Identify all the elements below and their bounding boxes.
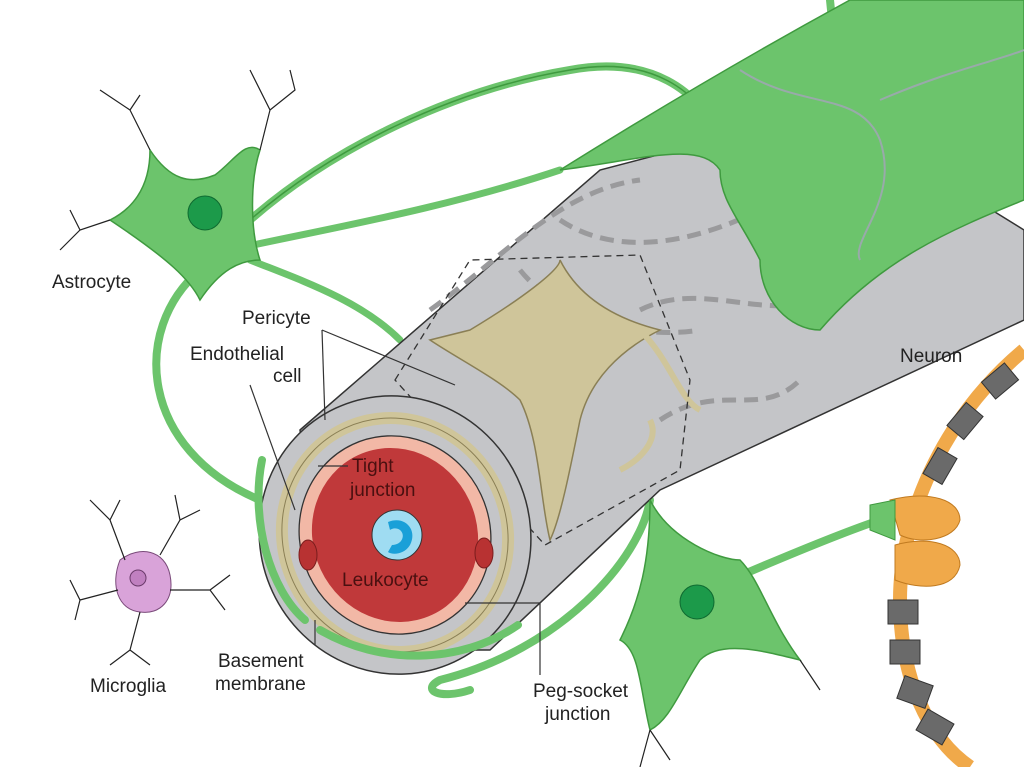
- astrocyte-branches: [59, 69, 296, 251]
- pericyte-body: [428, 259, 663, 543]
- microglia-branches: [69, 494, 231, 666]
- label-microglia: Microglia: [90, 676, 166, 697]
- endothelial-nucleus-right: [474, 537, 494, 569]
- label-endothelial-2: cell: [273, 366, 302, 387]
- label-tight-2: junction: [349, 480, 416, 501]
- astrocyte-nucleus: [187, 195, 223, 231]
- astrocyte-endfoot-left: [254, 456, 309, 624]
- microglia-nucleus: [129, 569, 147, 587]
- astrocyte-lower-body: [618, 499, 802, 732]
- endothelial-nucleus-left: [298, 539, 318, 571]
- pericyte-dashed-region: [394, 254, 691, 546]
- leukocyte: [371, 509, 423, 561]
- label-astrocyte: Astrocyte: [52, 272, 131, 293]
- astrocyte-lower-nucleus: [679, 584, 715, 620]
- label-endothelial-1: Endothelial: [190, 344, 284, 365]
- astrocyte-endfoot-bottom: [316, 621, 522, 660]
- label-peg-2: junction: [544, 704, 611, 725]
- label-basement-1: Basement: [218, 651, 304, 672]
- label-neuron: Neuron: [900, 346, 962, 367]
- neuron-axon: [869, 344, 1024, 767]
- label-basement-2: membrane: [215, 674, 306, 695]
- astrocyte-body: [108, 146, 262, 302]
- label-tight-1: Tight: [352, 456, 394, 477]
- leader-lines: [249, 329, 541, 675]
- leukocyte-nucleus: [388, 520, 413, 554]
- astrocyte-endfoot: [559, 0, 1024, 331]
- synapse: [889, 495, 961, 587]
- label-leukocyte: Leukocyte: [342, 570, 429, 591]
- label-peg-1: Peg-socket: [533, 681, 629, 702]
- label-pericyte: Pericyte: [242, 308, 311, 329]
